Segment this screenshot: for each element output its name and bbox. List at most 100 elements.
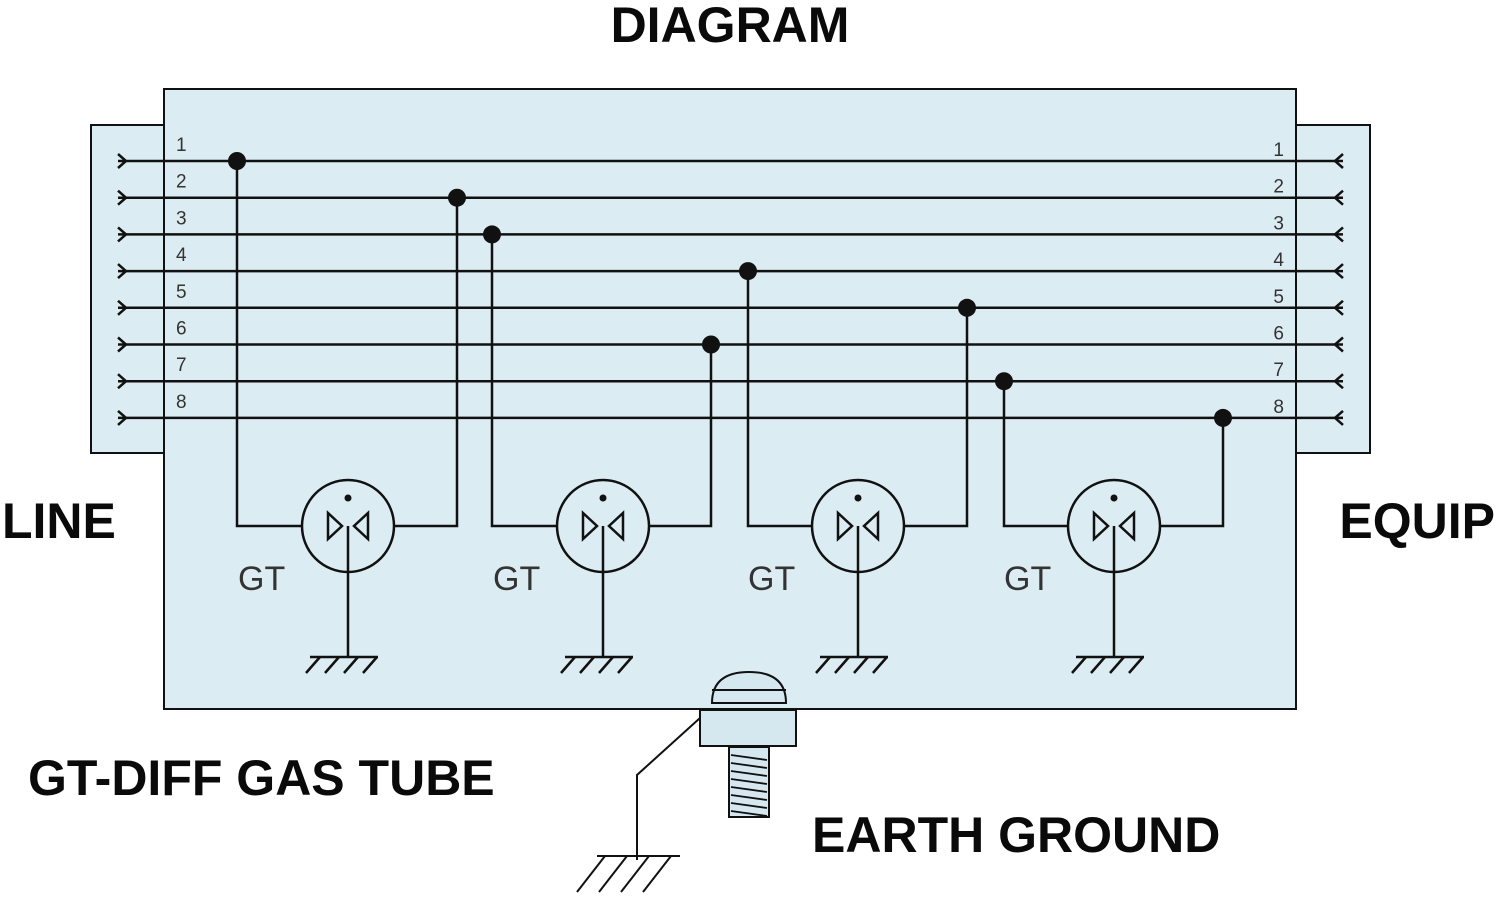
gas-tube-4: GT <box>995 372 1232 674</box>
gas-tube-electrode-left <box>836 510 854 542</box>
equip-pin-number: 5 <box>1273 287 1284 308</box>
screw-threads <box>730 754 768 817</box>
line-label: LINE <box>2 493 116 549</box>
line-pin-number: 7 <box>176 355 187 376</box>
screw-thread <box>730 810 768 817</box>
screw-thread <box>730 762 768 769</box>
line-contact-7 <box>117 373 128 390</box>
gas-tube-fill-dot <box>344 494 352 502</box>
equip-pin-number: 8 <box>1273 397 1284 418</box>
earth-hatch-line <box>598 855 628 893</box>
junction-dot <box>995 372 1013 391</box>
ground-hatch <box>343 656 359 674</box>
tap-lead-left <box>490 234 557 528</box>
screw-thread <box>730 770 768 777</box>
junction-dot <box>739 262 757 281</box>
gas-tube-electrode-left <box>326 510 344 542</box>
junction-dot <box>228 152 246 170</box>
ground-hatch <box>872 656 888 674</box>
ground-hatch <box>617 656 633 674</box>
earth-hatch-line <box>620 855 650 893</box>
equip-pin-number: 3 <box>1273 213 1284 234</box>
tap-lead-right <box>904 307 969 528</box>
junction-dot <box>483 225 501 244</box>
line-contact-4 <box>117 263 128 280</box>
diagram-title: DIAGRAM <box>611 0 850 53</box>
ground-hatch <box>324 656 340 674</box>
gas-tube-label: GT <box>493 560 540 598</box>
gas-tube-electrode-left <box>1092 510 1110 542</box>
ground-hatch <box>1071 656 1087 674</box>
line-pin-number: 4 <box>176 245 187 266</box>
gas-tube-electrode-right <box>1118 510 1136 542</box>
gas-tube-label: GT <box>748 560 795 598</box>
gas-tube-fill-dot <box>854 494 862 502</box>
line-contact-6 <box>117 336 128 353</box>
line-contact-1 <box>117 153 128 169</box>
equip-pin-labels: 1 2 3 4 5 6 7 8 <box>1273 140 1284 418</box>
tap-lead-left <box>1002 381 1068 528</box>
line-pin-number: 8 <box>176 392 187 413</box>
tap-lead-left <box>235 161 302 528</box>
equip-label: EQUIP <box>1339 493 1495 549</box>
ground-hatch <box>853 656 869 674</box>
equip-contact-5 <box>1333 299 1344 316</box>
ground-hatch <box>1109 656 1125 674</box>
ground-hatch <box>598 656 614 674</box>
earth-ground-hatch <box>576 855 672 893</box>
equip-contact-8 <box>1333 409 1344 426</box>
equip-pin-number: 1 <box>1273 140 1284 161</box>
junction-dot <box>448 188 466 207</box>
tap-lead-right <box>394 197 459 528</box>
junction-dot <box>1214 408 1232 427</box>
ground-hatch <box>834 656 850 674</box>
gas-tube-1: GT <box>228 152 466 674</box>
line-contact-3 <box>117 226 128 243</box>
tap-lead-left <box>746 271 812 528</box>
line-contact-8 <box>117 409 128 426</box>
screw-thread <box>730 786 768 793</box>
screw-thread <box>730 754 768 761</box>
screw-head <box>710 670 788 704</box>
line-pin-number: 6 <box>176 319 187 340</box>
ground-hatch <box>362 656 378 674</box>
earth-hatch-line <box>642 855 672 893</box>
wire-group <box>117 153 1344 426</box>
line-contact-2 <box>117 189 128 206</box>
equip-pin-number: 7 <box>1273 360 1284 381</box>
gas-tube-fill-dot <box>599 494 607 502</box>
earth-ground-screw <box>576 670 797 893</box>
junction-dot <box>958 298 976 317</box>
gas-tube-electrode-left <box>581 510 599 542</box>
tap-lead-right <box>1160 417 1225 528</box>
equip-pin-number: 6 <box>1273 324 1284 345</box>
line-contact-5 <box>117 299 128 316</box>
screw-washer <box>699 709 797 747</box>
earth-ground-label: EARTH GROUND <box>812 807 1220 863</box>
device-label: GT-DIFF GAS TUBE <box>28 750 495 806</box>
equip-contact-4 <box>1333 263 1344 280</box>
gas-tube-fill-dot <box>1110 494 1118 502</box>
equip-pin-number: 4 <box>1273 250 1284 271</box>
line-pin-number: 1 <box>176 135 187 156</box>
junction-dot <box>702 335 720 354</box>
ground-hatch <box>1128 656 1144 674</box>
screw-thread <box>730 802 768 809</box>
gas-tube-2: GT <box>483 225 720 674</box>
gas-tube-electrode-right <box>352 510 370 542</box>
gas-tube-label: GT <box>1004 560 1051 598</box>
ground-lead-wire <box>636 717 701 860</box>
line-pin-number: 5 <box>176 282 187 303</box>
line-pin-number: 2 <box>176 172 187 193</box>
equip-pin-number: 2 <box>1273 177 1284 198</box>
ground-hatch <box>560 656 576 674</box>
gas-tube-electrode-right <box>607 510 625 542</box>
ground-hatch <box>815 656 831 674</box>
screw-thread <box>730 778 768 785</box>
equip-contact-3 <box>1333 226 1344 243</box>
protector-panel <box>163 88 1297 710</box>
gas-tube-group: GT GT GT GT <box>228 152 1232 674</box>
